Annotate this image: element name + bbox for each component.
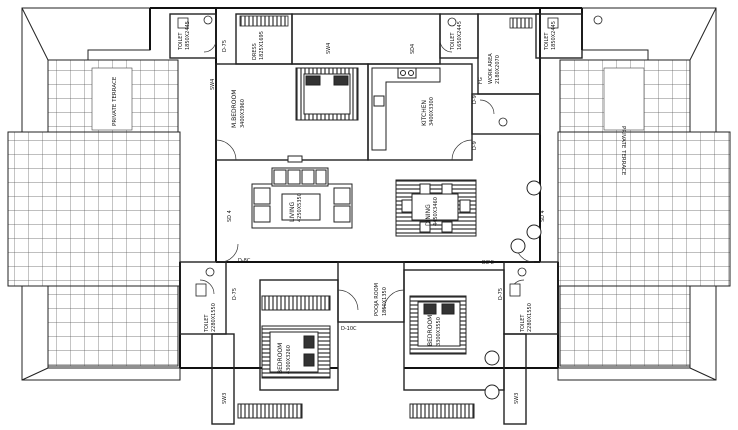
kitchen-counter bbox=[371, 67, 441, 151]
dress-size: 1825X1695 bbox=[259, 31, 265, 60]
round-chairs bbox=[484, 180, 542, 400]
kitchen-size: 3400X3300 bbox=[429, 97, 435, 126]
dining-size: 4450X3460 bbox=[433, 197, 439, 226]
kitchen-label: KITCHEN bbox=[421, 100, 428, 126]
work-area-label: WORK AREA bbox=[488, 53, 494, 84]
dining-table bbox=[395, 179, 477, 237]
tag-d9-a: D-9 bbox=[472, 95, 478, 104]
opening-tags: SW4 SD4 SW4 D-75 FG D-9 D-9 SD 4 SD 4 D-… bbox=[210, 40, 546, 404]
tag-fg: FG bbox=[478, 77, 484, 84]
living-size: 4250X5350 bbox=[297, 193, 303, 222]
tag-sd4-left: SD 4 bbox=[227, 210, 233, 222]
tag-sd4-a: SD4 bbox=[410, 44, 416, 54]
tag-sw3-left: SW3 bbox=[222, 393, 228, 404]
bedroom-right-size: 3300X3550 bbox=[436, 317, 442, 346]
tag-d8c-right: D8'C bbox=[482, 260, 494, 266]
tag-sw4-a: SW4 bbox=[326, 43, 332, 54]
bedroom-left-bed bbox=[261, 295, 331, 379]
tag-d75-bl: D-75 bbox=[232, 288, 238, 300]
toilet-top-right-size: 1650X2445 bbox=[457, 21, 463, 50]
toilet-top-left-label: TOILET bbox=[178, 32, 184, 51]
tag-d9-b: D-9 bbox=[472, 141, 478, 150]
toilet-bottom-right-label: TOILET bbox=[520, 314, 526, 333]
bedroom-right-label: BEDROOM bbox=[427, 315, 434, 346]
living-label: LIVING bbox=[289, 202, 296, 222]
bedroom-right-bed bbox=[237, 295, 475, 419]
toilet-top-left-size: 1850X2445 bbox=[185, 21, 191, 50]
master-bed bbox=[295, 67, 359, 121]
private-terrace-right-label: PRIVATE TERRACE bbox=[620, 126, 626, 176]
dining-label: DINING bbox=[425, 204, 432, 226]
toilet-fixtures bbox=[177, 15, 603, 297]
living-sofa bbox=[251, 155, 353, 229]
toilet-bottom-left-size: 2280X1550 bbox=[211, 303, 217, 332]
pooja-size: 1850X1350 bbox=[382, 287, 388, 316]
toilet-far-right-label: TOILET bbox=[544, 32, 550, 51]
dress-label: DRESS bbox=[252, 43, 258, 60]
master-bedroom-size: 3400X3960 bbox=[240, 99, 246, 128]
tag-d75-br: D-75 bbox=[498, 288, 504, 300]
tag-d10c: D-10C bbox=[341, 326, 357, 332]
master-bedroom-label: M.BEDROOM bbox=[231, 90, 238, 128]
room-labels: TOILET 1850X2445 DRESS 1825X1695 TOILET … bbox=[112, 21, 626, 374]
private-terrace-right bbox=[557, 59, 731, 367]
pooja-label: POOJA ROOM bbox=[374, 283, 380, 316]
tag-sd4-right: SD 4 bbox=[540, 210, 546, 222]
bedroom-left-size: 4300X3260 bbox=[286, 345, 292, 374]
tag-sw3-right: SW3 bbox=[514, 393, 520, 404]
toilet-far-right-size: 1850X2445 bbox=[551, 21, 557, 50]
private-terrace-left bbox=[7, 59, 181, 367]
bedroom-left-label: BEDROOM bbox=[277, 343, 284, 374]
toilet-bottom-right-size: 2280X1550 bbox=[527, 303, 533, 332]
private-terrace-left-label: PRIVATE TERRACE bbox=[112, 76, 118, 126]
work-area-size: 2180X2070 bbox=[495, 55, 501, 84]
dress-wardrobe bbox=[239, 15, 533, 29]
toilet-top-right-label: TOILET bbox=[450, 32, 456, 51]
toilet-bottom-left-label: TOILET bbox=[204, 314, 210, 333]
tag-sw4-b: SW4 bbox=[210, 79, 216, 90]
tag-d75: D-75 bbox=[222, 40, 228, 52]
tag-d8c-left: D-8C bbox=[238, 258, 251, 264]
